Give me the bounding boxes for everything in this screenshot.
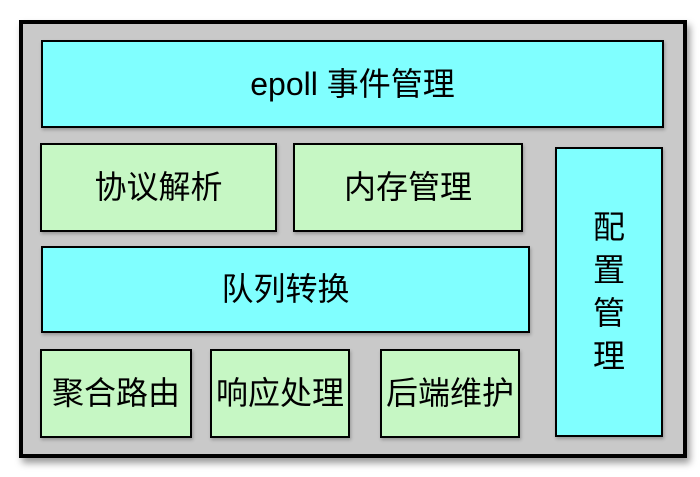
block-aggregate-routing: 聚合路由 <box>40 349 192 438</box>
block-config-management-label: 配置管理 <box>593 209 626 374</box>
block-memory-management: 内存管理 <box>293 143 523 232</box>
block-response-handling: 响应处理 <box>210 349 350 438</box>
block-aggregate-routing-label: 聚合路由 <box>51 375 180 412</box>
block-memory-management-label: 内存管理 <box>343 169 472 206</box>
block-queue-conversion: 队列转换 <box>41 246 530 333</box>
block-protocol-parsing: 协议解析 <box>40 143 277 232</box>
block-protocol-parsing-label: 协议解析 <box>94 169 223 206</box>
block-epoll-event-management-label: epoll 事件管理 <box>250 65 455 102</box>
block-response-handling-label: 响应处理 <box>215 375 344 412</box>
block-backend-maintenance: 后端维护 <box>380 349 520 438</box>
diagram-frame: epoll 事件管理 协议解析 内存管理 队列转换 聚合路由 响应处理 后端维护… <box>19 20 687 458</box>
block-epoll-event-management: epoll 事件管理 <box>41 40 664 128</box>
block-backend-maintenance-label: 后端维护 <box>385 375 514 412</box>
block-queue-conversion-label: 队列转换 <box>221 271 350 308</box>
block-config-management: 配置管理 <box>555 147 663 437</box>
